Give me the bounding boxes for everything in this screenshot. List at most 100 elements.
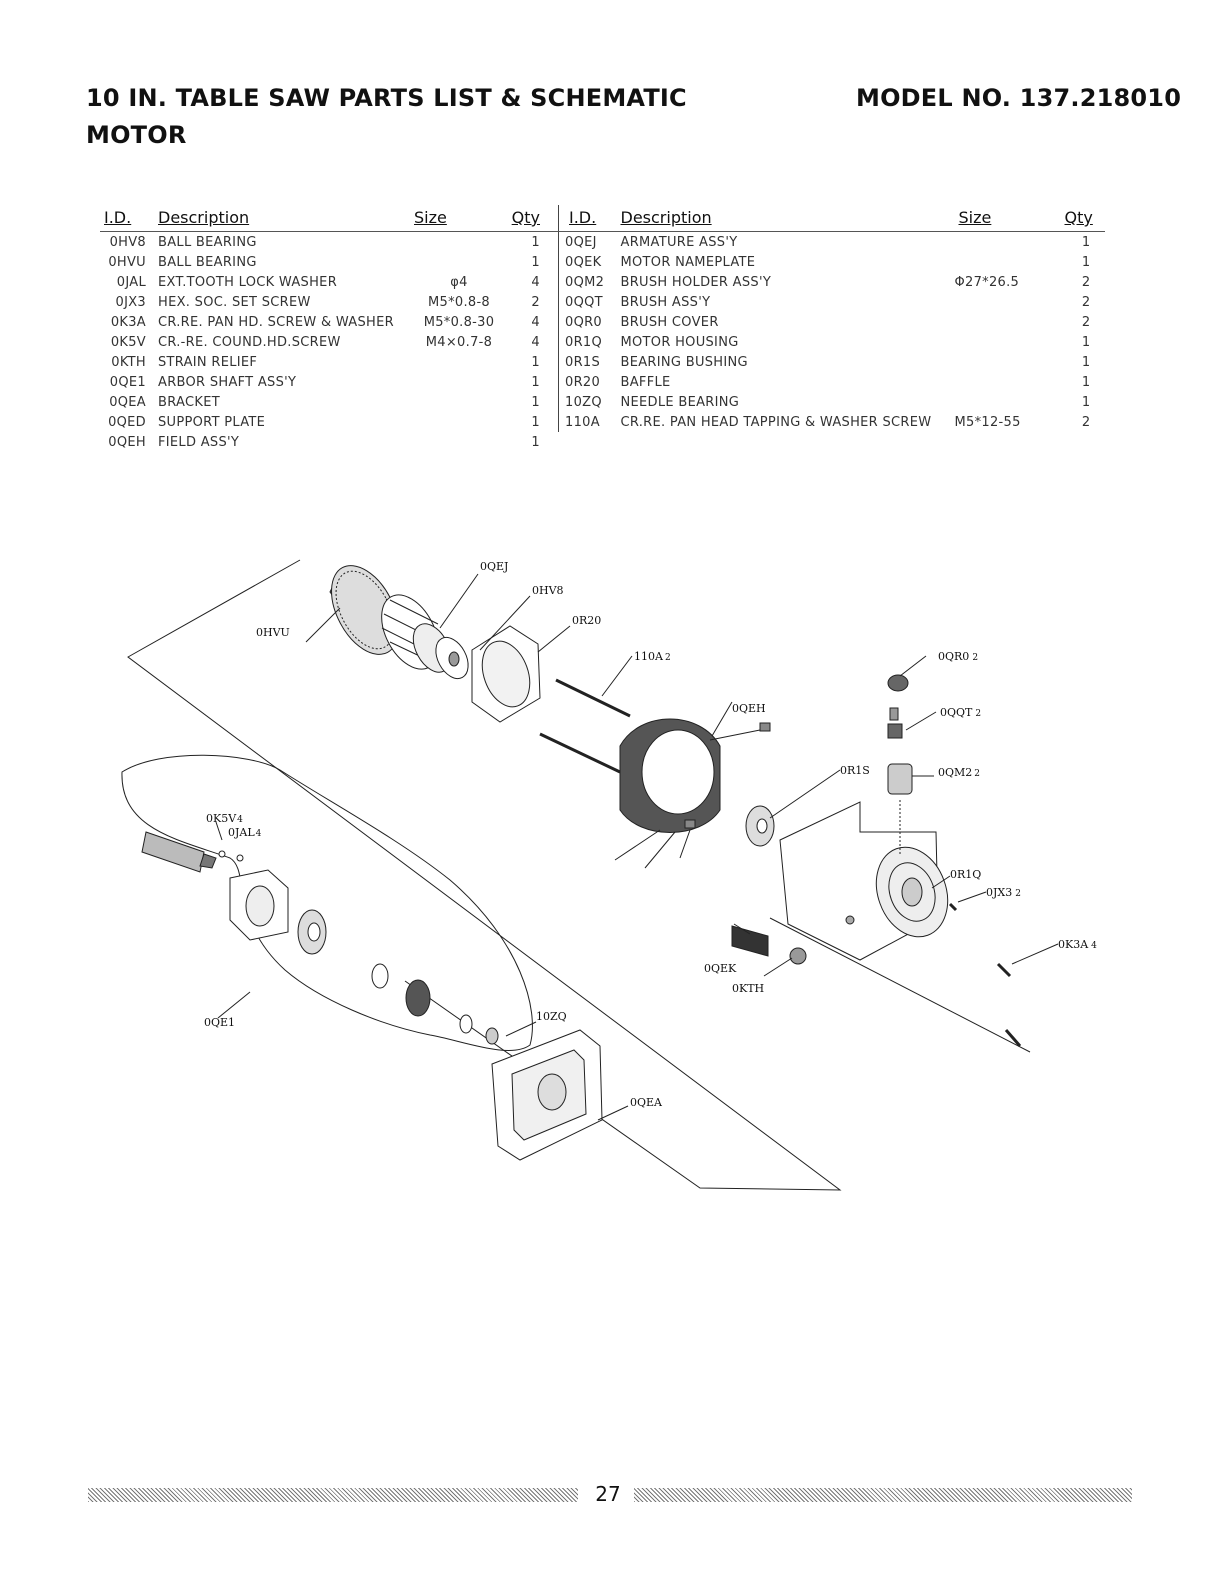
- part-size: [414, 432, 504, 452]
- arbor-group-outline: [121, 754, 533, 1051]
- part-id: 0QEK: [565, 254, 602, 270]
- part-size: [955, 332, 1065, 352]
- part-description: BRACKET: [158, 394, 220, 410]
- header-description: Description: [620, 208, 712, 227]
- callout-0qej: 0QEJ: [480, 560, 508, 573]
- part-qty: 2: [1081, 414, 1091, 430]
- bearing-bushing-part: [745, 805, 775, 847]
- callout-110a-id: 110A: [634, 650, 664, 663]
- assembly-axis-line: [769, 917, 1031, 1053]
- part-id: 0QE1: [109, 374, 146, 390]
- part-description: HEX. SOC. SET SCREW: [158, 294, 311, 310]
- part-id: 0QEH: [108, 434, 146, 450]
- callout-0k5v-id: 0K5V: [206, 812, 237, 825]
- part-qty: 1: [1081, 254, 1091, 270]
- callout-0r1s: 0R1S: [840, 764, 870, 777]
- screw-0k3a-part: [948, 902, 1022, 1047]
- callout-0qe1: 0QE1: [204, 1016, 235, 1029]
- brush-holder-part: [887, 763, 913, 856]
- part-description: CR.-RE. COUND.HD.SCREW: [158, 334, 341, 350]
- part-description: BEARING BUSHING: [620, 354, 748, 370]
- table-header-row: I.D. Description Size Qty: [100, 205, 558, 232]
- callout-0jal-id: 0JAL: [228, 826, 255, 839]
- part-size: M5*0.8-30: [423, 314, 495, 330]
- ball-bearing-part: [297, 909, 499, 1045]
- part-size: [414, 352, 504, 372]
- part-id: 0JX3: [115, 294, 146, 310]
- part-id: 0QR0: [565, 314, 603, 330]
- model-number: MODEL NO. 137.218010: [856, 84, 1182, 112]
- part-size: [414, 232, 504, 253]
- part-description: MOTOR NAMEPLATE: [620, 254, 756, 270]
- header-id: I.D.: [104, 208, 132, 227]
- part-qty: 1: [1081, 234, 1091, 250]
- part-qty: 1: [531, 394, 540, 410]
- part-qty: 4: [531, 274, 540, 290]
- part-id: 0R1Q: [565, 334, 603, 350]
- part-qty: 1: [531, 434, 540, 450]
- callout-10zq: 10ZQ: [536, 1010, 567, 1023]
- callout-0r1q: 0R1Q: [950, 868, 981, 881]
- callout-0jal-qty: 4: [256, 829, 262, 839]
- part-id: 0QQT: [565, 294, 603, 310]
- part-id: 0QED: [108, 414, 146, 430]
- part-size: φ4: [450, 274, 468, 290]
- part-qty: 1: [531, 374, 540, 390]
- part-description: STRAIN RELIEF: [158, 354, 258, 370]
- part-id: 0K5V: [110, 334, 146, 350]
- part-id: 0QM2: [565, 274, 605, 290]
- part-qty: 2: [1081, 314, 1091, 330]
- part-qty: 1: [1081, 394, 1091, 410]
- part-size: [414, 412, 504, 432]
- part-description: ARBOR SHAFT ASS'Y: [158, 374, 297, 390]
- bracket-part: [491, 1029, 603, 1161]
- support-plate-part: [229, 869, 289, 941]
- brush-cover-part: [887, 674, 909, 692]
- callout-0qek: 0QEK: [704, 962, 737, 975]
- part-qty: 2: [531, 294, 540, 310]
- table-row: 0R1S BEARING BUSHING 1: [559, 352, 1105, 372]
- strain-relief-part: [789, 947, 807, 965]
- part-id: 0HV8: [109, 234, 146, 250]
- table-row: 0JX3 HEX. SOC. SET SCREW M5*0.8-8 2: [100, 292, 558, 312]
- part-size: M5*12-55: [954, 414, 1021, 430]
- header-qty: Qty: [1064, 208, 1093, 227]
- screw-110a-part: [539, 678, 631, 774]
- baffle-part: [471, 625, 541, 723]
- arbor-shaft-part: [141, 831, 244, 873]
- part-size: M5*0.8-8: [427, 294, 491, 310]
- part-id: 0R20: [565, 374, 601, 390]
- header-size: Size: [414, 208, 447, 227]
- page-title: 10 IN. TABLE SAW PARTS LIST & SCHEMATIC: [86, 84, 687, 112]
- table-row: 0QEK MOTOR NAMEPLATE 1: [559, 252, 1105, 272]
- part-size: [955, 292, 1065, 312]
- part-size: [955, 312, 1065, 332]
- header-qty: Qty: [511, 208, 540, 227]
- part-size: [955, 392, 1065, 412]
- callout-0hvu: 0HVU: [256, 626, 290, 639]
- part-qty: 1: [531, 254, 540, 270]
- callout-0qea: 0QEA: [630, 1096, 663, 1109]
- part-description: ARMATURE ASS'Y: [620, 234, 738, 250]
- part-id: 0R1S: [565, 354, 601, 370]
- part-size: [955, 372, 1065, 392]
- part-size: [414, 372, 504, 392]
- part-qty: 4: [531, 334, 540, 350]
- footer-hatch-left: [88, 1488, 578, 1502]
- brush-part: [887, 707, 903, 739]
- part-description: BRUSH HOLDER ASS'Y: [620, 274, 772, 290]
- callout-0r20: 0R20: [572, 614, 601, 627]
- part-qty: 1: [1081, 354, 1091, 370]
- callout-0k5v-qty: 4: [237, 815, 243, 825]
